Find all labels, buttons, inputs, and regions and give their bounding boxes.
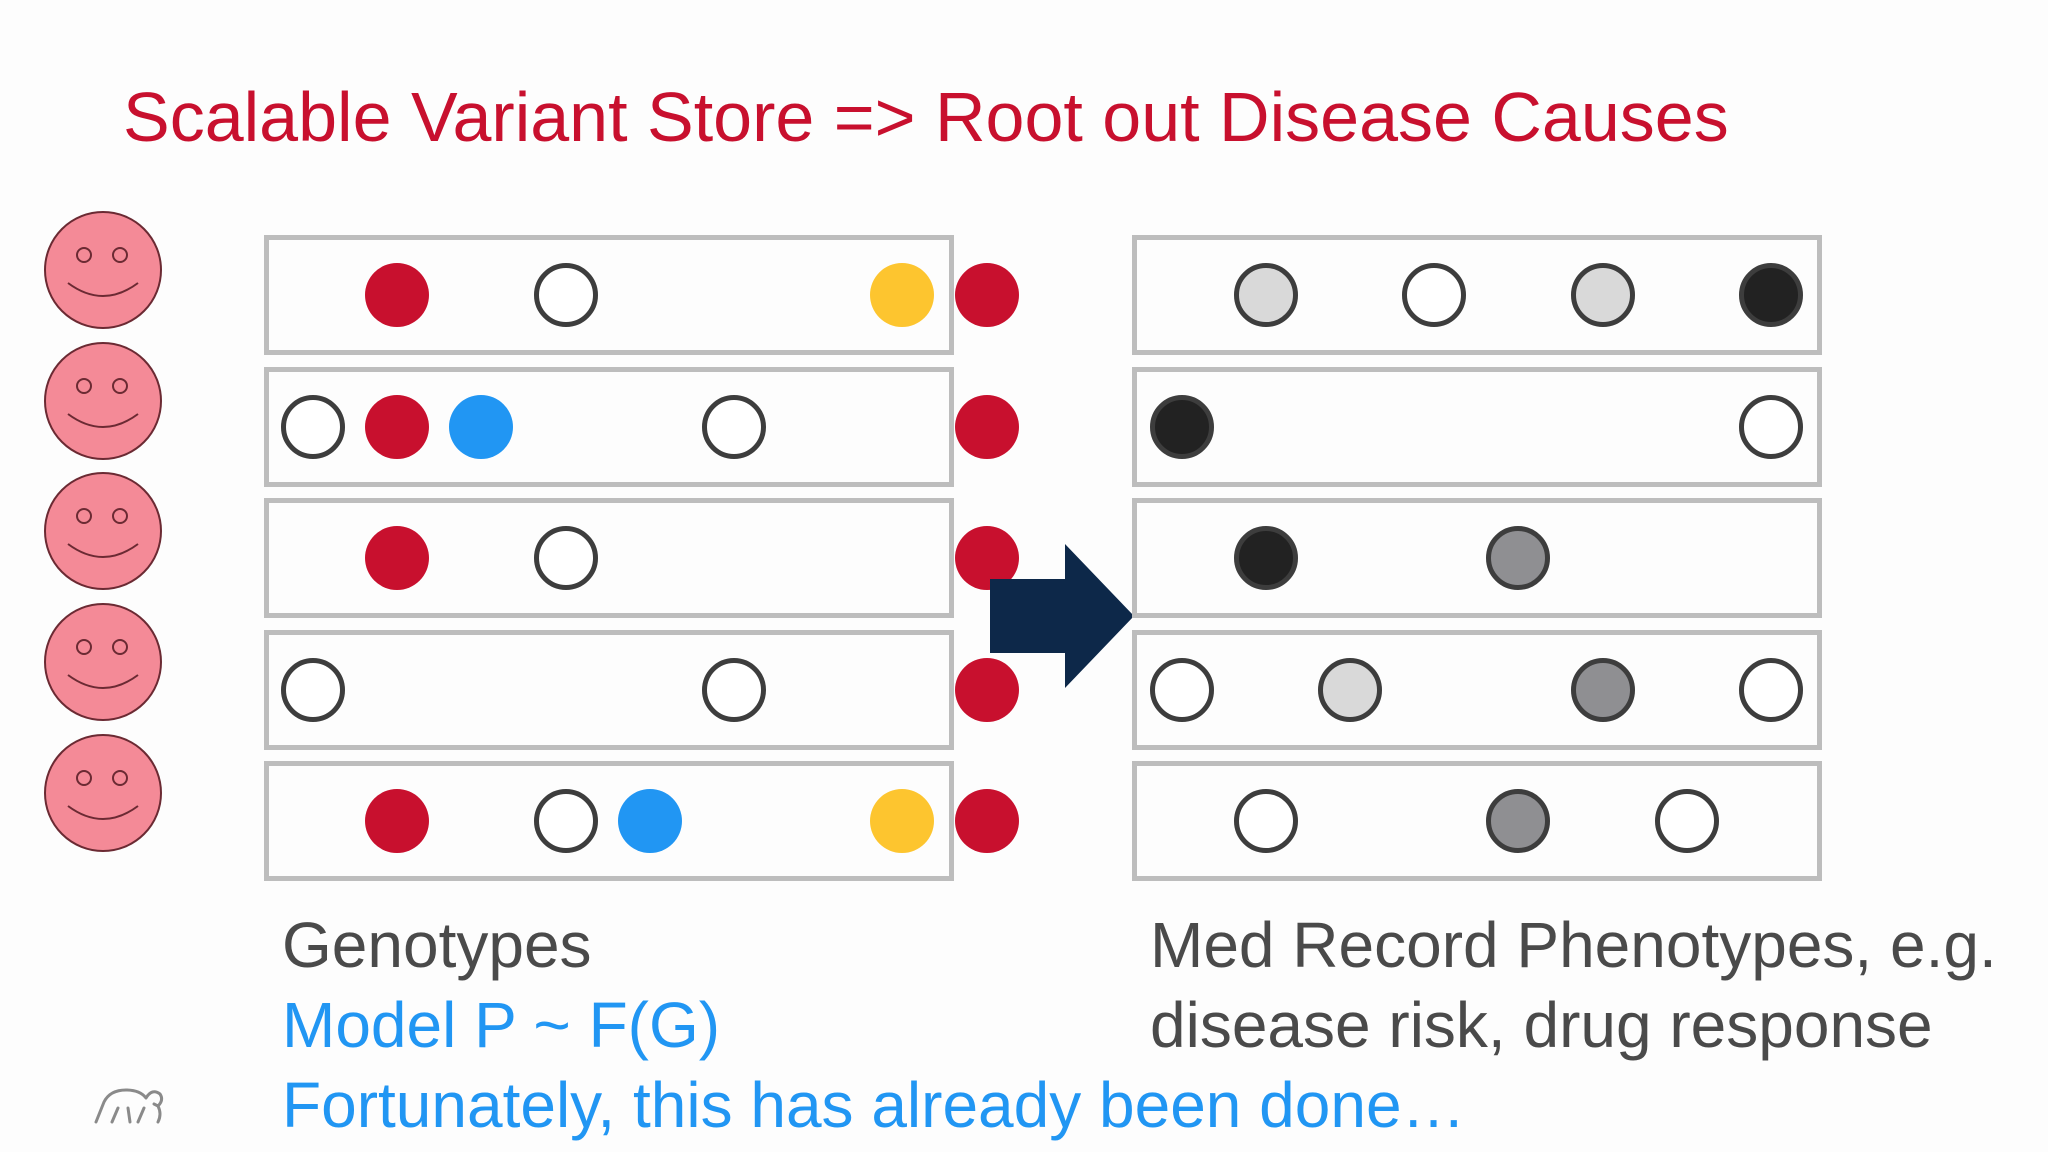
phenotype-empty-dot bbox=[1654, 789, 1719, 853]
genotype-red-dot bbox=[954, 395, 1019, 459]
genotype-empty-dot bbox=[281, 395, 345, 459]
phenotype-empty-dot bbox=[1738, 658, 1803, 722]
phenotype-black-dot bbox=[1738, 263, 1803, 327]
phenotype-dark-dot bbox=[1486, 789, 1551, 853]
smiley-face-icon bbox=[44, 734, 162, 852]
genotype-empty-dot bbox=[533, 263, 598, 327]
genotype-red-dot bbox=[365, 395, 430, 459]
elephant-logo-icon bbox=[88, 1078, 168, 1133]
patient-faces bbox=[0, 0, 200, 900]
genotype-red-dot bbox=[954, 789, 1019, 853]
smiley-face-icon bbox=[44, 603, 162, 721]
smiley-face-icon bbox=[44, 211, 162, 329]
phenotypes-caption-line1: Med Record Phenotypes, e.g. bbox=[1150, 909, 1997, 981]
genotype-empty-dot bbox=[533, 526, 598, 590]
genotype-blue-dot bbox=[617, 789, 682, 853]
genotype-empty-dot bbox=[702, 395, 766, 459]
genotype-red-dot bbox=[954, 658, 1019, 722]
phenotype-empty-dot bbox=[1738, 395, 1803, 459]
phenotype-row bbox=[1132, 367, 1822, 487]
right-arrow-icon bbox=[990, 544, 1140, 693]
phenotype-empty-dot bbox=[1234, 789, 1299, 853]
phenotype-dark-dot bbox=[1486, 526, 1551, 590]
slide-title: Scalable Variant Store => Root out Disea… bbox=[123, 78, 1729, 156]
phenotype-empty-dot bbox=[1150, 658, 1214, 722]
genotypes-caption: Genotypes bbox=[282, 909, 592, 981]
phenotype-light-dot bbox=[1570, 263, 1635, 327]
smiley-face-icon bbox=[44, 472, 162, 590]
genotype-red-dot bbox=[365, 526, 430, 590]
genotype-red-dot bbox=[365, 263, 430, 327]
fortunately-caption: Fortunately, this has already been done… bbox=[282, 1069, 1466, 1141]
genotype-blue-dot bbox=[449, 395, 514, 459]
genotype-red-dot bbox=[954, 263, 1019, 327]
genotype-yellow-dot bbox=[870, 263, 935, 327]
phenotype-black-dot bbox=[1150, 395, 1214, 459]
genotype-red-dot bbox=[365, 789, 430, 853]
model-caption: Model P ~ F(G) bbox=[282, 989, 721, 1061]
phenotype-empty-dot bbox=[1402, 263, 1467, 327]
genotype-row bbox=[264, 630, 954, 750]
phenotype-light-dot bbox=[1318, 658, 1383, 722]
phenotypes-caption-line2: disease risk, drug response bbox=[1150, 989, 1933, 1061]
phenotype-light-dot bbox=[1234, 263, 1299, 327]
genotype-empty-dot bbox=[702, 658, 766, 722]
genotype-empty-dot bbox=[533, 789, 598, 853]
smiley-face-icon bbox=[44, 342, 162, 460]
phenotype-row bbox=[1132, 630, 1822, 750]
phenotype-black-dot bbox=[1234, 526, 1299, 590]
genotype-empty-dot bbox=[281, 658, 345, 722]
genotype-yellow-dot bbox=[870, 789, 935, 853]
phenotype-dark-dot bbox=[1570, 658, 1635, 722]
